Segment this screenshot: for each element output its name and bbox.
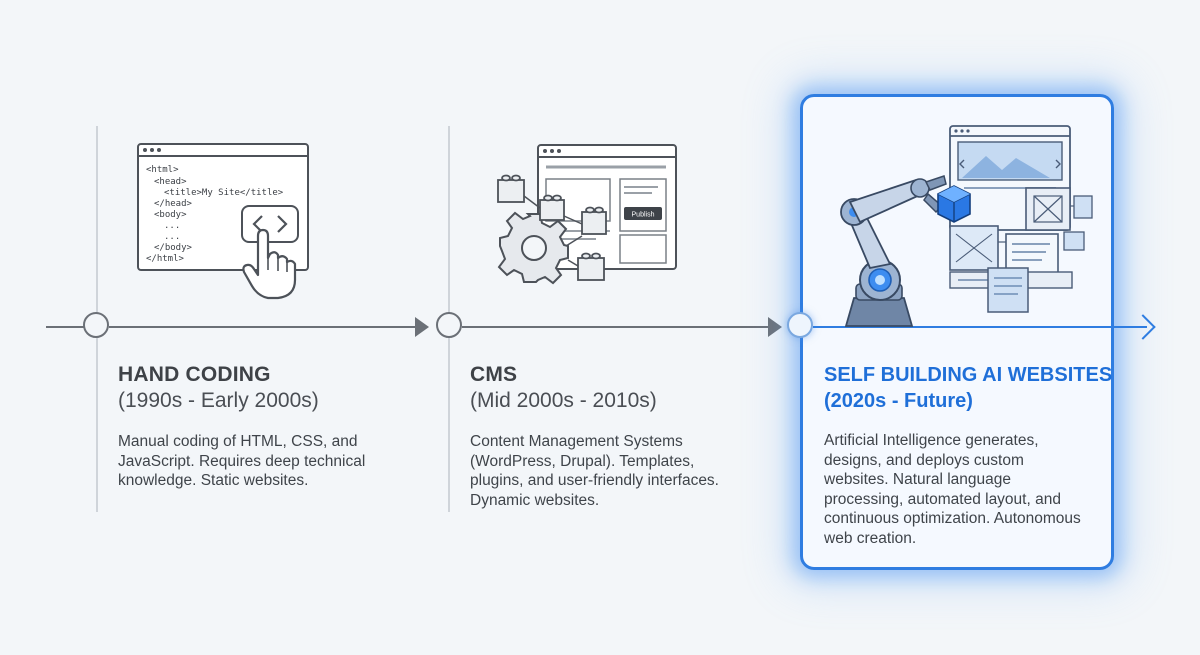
stage-1-period: (1990s - Early 2000s) <box>118 389 319 412</box>
pointing-hand-icon <box>242 228 297 300</box>
timeline-arrow-3 <box>1130 314 1156 340</box>
timeline-node-3 <box>787 312 813 338</box>
code-line: <head> <box>154 177 187 187</box>
code-line: <body> <box>154 210 187 220</box>
gear-icon <box>497 211 569 285</box>
stage-2-description: Content Management Systems (WordPress, D… <box>470 433 719 509</box>
stage-2-period: (Mid 2000s - 2010s) <box>470 389 657 412</box>
robot-arm-icon <box>840 175 971 327</box>
stage-3-title: SELF BUILDING AI WEBSITES <box>824 364 1113 386</box>
timeline-segment-3 <box>462 326 772 328</box>
code-line: </html> <box>146 254 185 264</box>
stage-1-title: HAND CODING <box>118 363 271 386</box>
timeline-segment-1 <box>46 326 84 328</box>
code-line: </head> <box>154 199 193 209</box>
code-line: <html> <box>146 165 179 175</box>
timeline-segment-2 <box>109 326 419 328</box>
plugin-blocks-icon <box>497 174 607 281</box>
publish-button-label: Publish <box>632 212 655 219</box>
stage-3-period: (2020s - Future) <box>824 390 973 412</box>
stage-2-title: CMS <box>470 363 518 386</box>
code-line: </body> <box>154 243 193 253</box>
timeline-arrow-1 <box>415 317 429 337</box>
code-line: ... <box>164 221 180 231</box>
web-layouts-icon <box>949 125 1093 313</box>
timeline-node-2 <box>436 312 462 338</box>
timeline-node-1 <box>83 312 109 338</box>
timeline-segment-4 <box>813 326 1147 328</box>
stage-3-description: Artificial Intelligence generates, desig… <box>824 432 1081 547</box>
timeline-arrow-2 <box>768 317 782 337</box>
stage-1-description: Manual coding of HTML, CSS, and JavaScri… <box>118 433 366 489</box>
code-line: ... <box>164 232 180 242</box>
cms-window-icon: Publish <box>537 144 677 270</box>
code-line: <title>My Site</title> <box>164 188 284 198</box>
